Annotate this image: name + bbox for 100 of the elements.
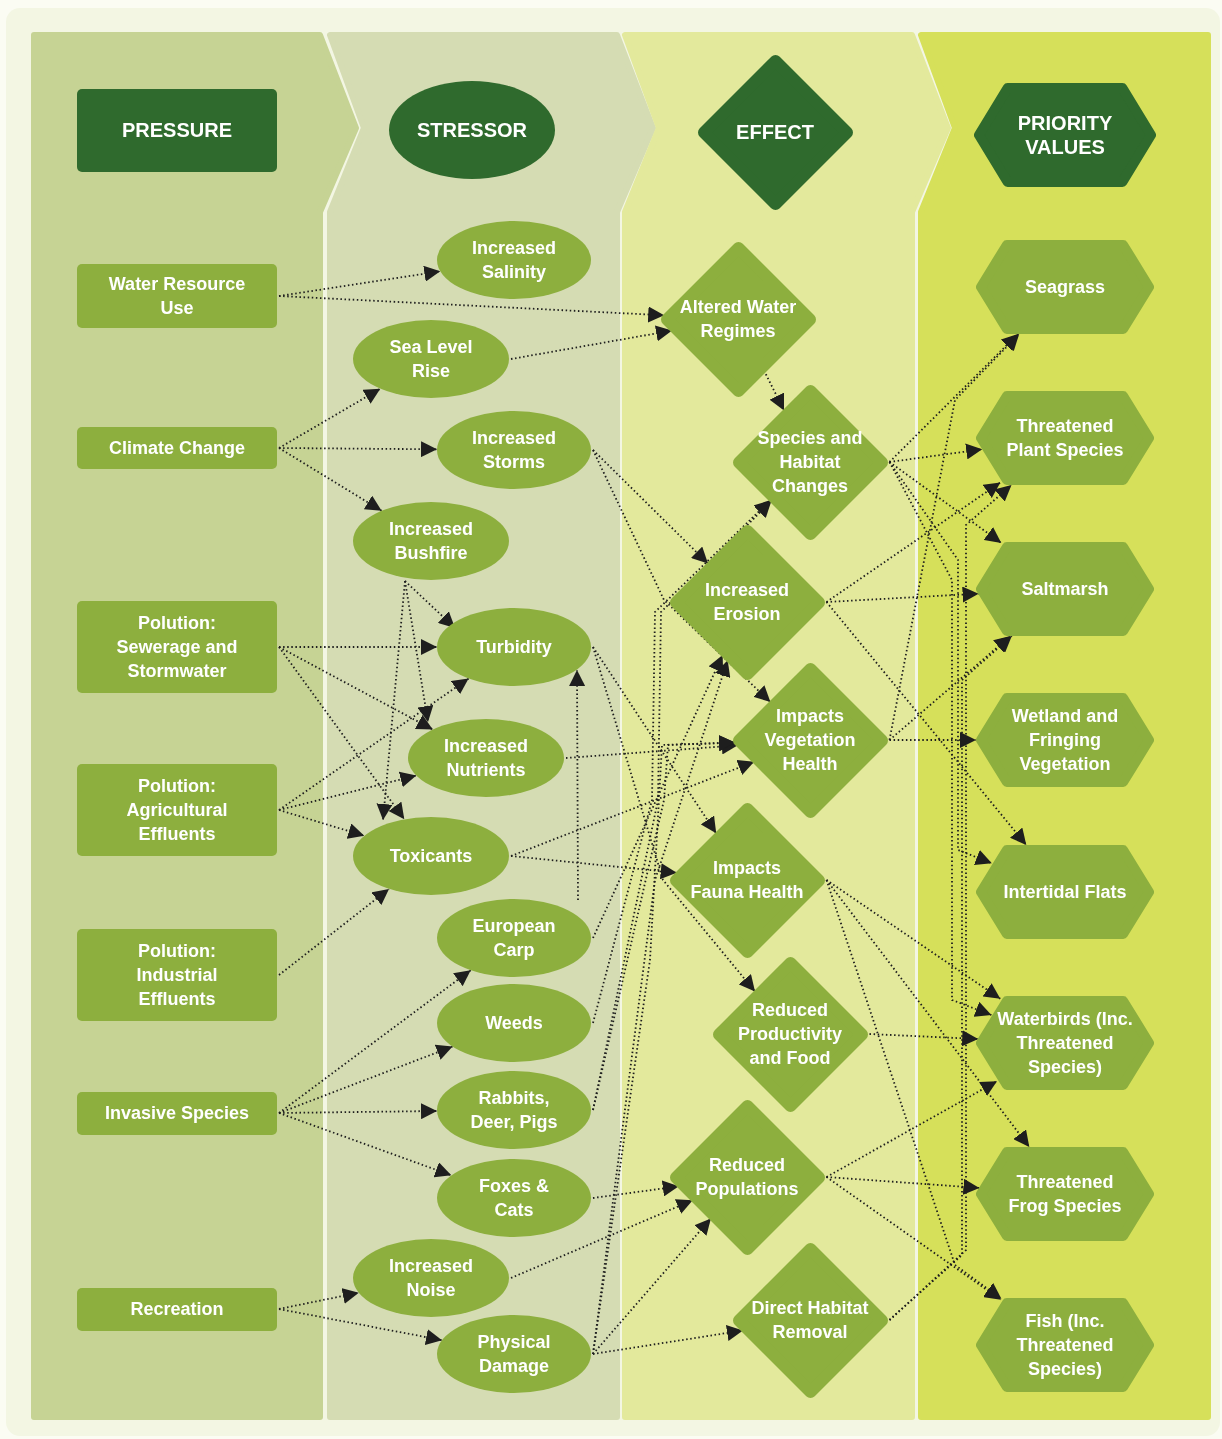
stressor-ellipse <box>437 221 591 299</box>
node-label: European Carp <box>471 915 557 962</box>
arrow <box>278 888 390 976</box>
stressor-ellipse <box>437 1159 591 1237</box>
column-header <box>77 88 277 172</box>
arrow <box>278 646 406 821</box>
effect-diamond <box>669 1099 825 1255</box>
stressor-ellipse <box>437 1071 591 1149</box>
arrow <box>825 879 1003 1300</box>
node-label: Reduced Productivity and Food <box>737 999 843 1070</box>
node-label: Impacts Vegetation Health <box>763 705 857 776</box>
effect-diamond <box>732 1242 888 1398</box>
arrow <box>569 669 586 901</box>
pressure-box <box>77 764 277 856</box>
arrow <box>592 1325 744 1355</box>
node-label: Polution: Agricultural Effluents <box>125 775 229 846</box>
arrow <box>510 1199 694 1279</box>
node-label: Increased Nutrients <box>442 735 530 782</box>
stressor-ellipse <box>353 502 509 580</box>
pressure-box <box>77 1287 277 1331</box>
arrow <box>592 449 709 565</box>
stressor-ellipse <box>437 984 591 1062</box>
node-label: Weeds <box>484 1012 544 1035</box>
stressor-ellipse <box>437 411 591 489</box>
node-label: Climate Change <box>108 437 246 460</box>
pressure-box <box>77 929 277 1021</box>
arrow <box>868 1030 980 1047</box>
arrow <box>888 443 984 463</box>
arrow <box>825 586 980 603</box>
node-label: Wetland and Fringing Vegetation <box>1010 705 1120 776</box>
node-label: Polution: Sewerage and Stormwater <box>115 612 239 683</box>
arrow <box>278 969 472 1114</box>
arrow <box>825 1080 998 1178</box>
arrow <box>376 580 406 821</box>
arrow <box>278 1112 453 1178</box>
arrow <box>404 580 434 723</box>
node-label: Species and Habitat Changes <box>756 427 864 498</box>
arrow <box>278 1308 443 1346</box>
node-label: Altered Water Regimes <box>678 296 798 343</box>
node-label: Increased Salinity <box>470 237 558 284</box>
arrow <box>278 295 666 323</box>
pressure-box <box>77 1091 277 1135</box>
stressor-ellipse <box>353 817 509 895</box>
stressor-ellipse <box>437 1315 591 1393</box>
node-label: Waterbirds (Inc. Threatened Species) <box>996 1008 1134 1079</box>
arrow <box>404 580 456 629</box>
column-title: PRESSURE <box>121 118 233 142</box>
stressor-ellipse <box>437 608 591 686</box>
stressor-ellipse <box>353 1239 509 1317</box>
node-label: Turbidity <box>475 636 553 659</box>
stressor-ellipse <box>437 899 591 977</box>
arrow <box>592 1180 680 1199</box>
column-title: PRIORITY VALUES <box>1016 111 1114 159</box>
node-label: Fish (Inc. Threatened Species) <box>1015 1310 1115 1381</box>
node-label: Increased Bushfire <box>387 518 475 565</box>
node-label: Water Resource Use <box>107 273 247 320</box>
node-label: Reduced Populations <box>694 1154 800 1201</box>
arrow <box>278 265 442 297</box>
arrow <box>825 601 1028 846</box>
effect-diamond <box>732 662 888 818</box>
pressure-box <box>77 427 277 469</box>
effect-diamond <box>732 384 888 540</box>
node-label: Toxicants <box>388 845 474 868</box>
node-label: Threatened Plant Species <box>1005 415 1125 462</box>
node-label: Increased Storms <box>470 427 558 474</box>
node-label: Foxes & Cats <box>478 1175 550 1222</box>
arrow <box>888 635 1013 1321</box>
node-label: Threatened Frog Species <box>1007 1171 1123 1218</box>
node-label: Polution: Industrial Effluents <box>135 940 219 1011</box>
arrow <box>278 646 434 731</box>
arrow <box>592 1217 712 1355</box>
node-label: Saltmarsh <box>1020 578 1110 601</box>
value-hexagon <box>976 693 1154 787</box>
value-hexagon <box>976 391 1154 485</box>
effect-diamond <box>669 802 825 958</box>
stressor-ellipse <box>353 320 509 398</box>
value-hexagon <box>976 1298 1154 1392</box>
value-hexagon <box>976 240 1154 334</box>
node-label: Impacts Fauna Health <box>689 857 805 904</box>
node-label: Sea Level Rise <box>388 336 474 383</box>
arrow <box>278 447 383 512</box>
arrow <box>825 1176 981 1195</box>
value-hexagon <box>976 845 1154 939</box>
pressure-box <box>77 601 277 693</box>
arrow <box>278 809 366 839</box>
value-hexagon <box>976 542 1154 636</box>
stressor-ellipse <box>408 719 564 797</box>
arrow <box>592 449 772 703</box>
node-label: Increased Noise <box>387 1255 475 1302</box>
effect-diamond <box>669 524 825 680</box>
arrow <box>592 654 724 939</box>
value-hexagon <box>976 996 1154 1090</box>
column-header <box>697 54 853 210</box>
column-title: STRESSOR <box>416 118 528 142</box>
arrow <box>825 1176 1002 1301</box>
pressure-box <box>77 264 277 328</box>
node-label: Seagrass <box>1023 276 1107 299</box>
node-label: Invasive Species <box>103 1102 251 1125</box>
arrow <box>278 639 438 655</box>
arrow <box>888 461 993 1017</box>
